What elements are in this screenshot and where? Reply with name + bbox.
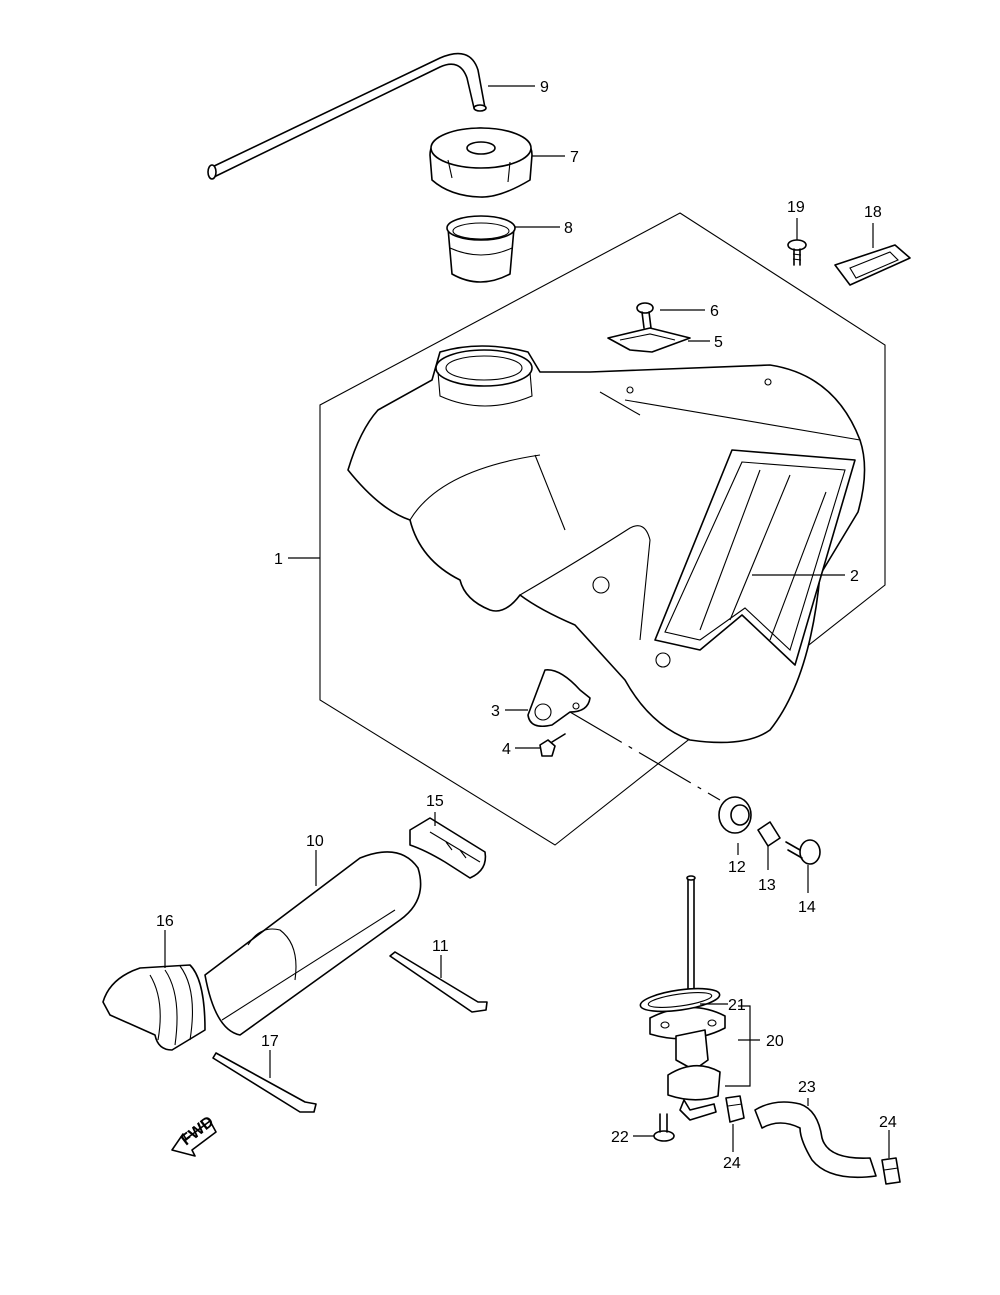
part-23-fuel-hose[interactable]: [754, 1101, 877, 1179]
part-10-cover[interactable]: [204, 851, 422, 1036]
part-13-collar[interactable]: [757, 821, 781, 847]
part-9-breather-hose[interactable]: [207, 52, 487, 180]
part-15-clamp[interactable]: [409, 817, 487, 879]
part-2-tank-pad[interactable]: [654, 449, 856, 666]
callout-5: 5: [714, 334, 723, 351]
callout-21: 21: [728, 997, 746, 1014]
callout-24-left: 24: [723, 1155, 741, 1172]
callout-4: 4: [502, 741, 511, 758]
callout-15: 15: [426, 793, 444, 810]
callout-numbers: 9 7 8 19 18 6 5 1 2 3 4 15 10 16 11 17 1…: [156, 79, 897, 1172]
callout-19: 19: [787, 199, 805, 216]
part-17-band[interactable]: [212, 1052, 317, 1113]
part-7-fuel-cap[interactable]: [429, 127, 533, 198]
callout-11: 11: [432, 938, 449, 955]
part-3-mount-plate[interactable]: [527, 669, 591, 728]
part-11-band[interactable]: [389, 951, 488, 1013]
callout-2: 2: [850, 568, 859, 585]
callout-23: 23: [798, 1079, 816, 1096]
fwd-direction-arrow: FWD: [171, 1113, 217, 1157]
callout-8: 8: [564, 220, 573, 237]
callout-24-right: 24: [879, 1114, 897, 1131]
tank-assembly-boundary: [319, 212, 886, 846]
callout-3: 3: [491, 703, 500, 720]
part-5-bracket[interactable]: [607, 327, 691, 353]
callout-10: 10: [306, 833, 324, 850]
part-24-clip-left[interactable]: [725, 1095, 745, 1123]
callout-1: 1: [274, 551, 283, 568]
part-20-fuel-cock[interactable]: [649, 875, 726, 1121]
part-18-strap-clip[interactable]: [834, 244, 911, 286]
part-22-screw[interactable]: [653, 1113, 675, 1142]
part-8-cap-ring[interactable]: [446, 215, 516, 283]
callout-6: 6: [710, 303, 719, 320]
part-4-bolt[interactable]: [539, 733, 566, 757]
part-12-grommet[interactable]: [718, 796, 752, 834]
leader-lines: [164, 85, 890, 1158]
callout-18: 18: [864, 204, 882, 221]
callout-7: 7: [570, 149, 579, 166]
part-14-bolt[interactable]: [785, 839, 821, 865]
callout-17: 17: [261, 1033, 279, 1050]
callout-16: 16: [156, 913, 174, 930]
part-24-clip-right[interactable]: [881, 1157, 901, 1185]
part-1-fuel-tank[interactable]: [347, 345, 866, 744]
part-19-screw[interactable]: [787, 239, 807, 266]
callout-20: 20: [766, 1033, 784, 1050]
callout-14: 14: [798, 899, 816, 916]
part-6-bolt[interactable]: [636, 302, 654, 329]
callout-9: 9: [540, 79, 549, 96]
callout-22: 22: [611, 1129, 629, 1146]
callout-12: 12: [728, 859, 746, 876]
part-16-damper[interactable]: [102, 964, 206, 1051]
part-21-gasket[interactable]: [639, 985, 721, 1016]
callout-13: 13: [758, 877, 776, 894]
